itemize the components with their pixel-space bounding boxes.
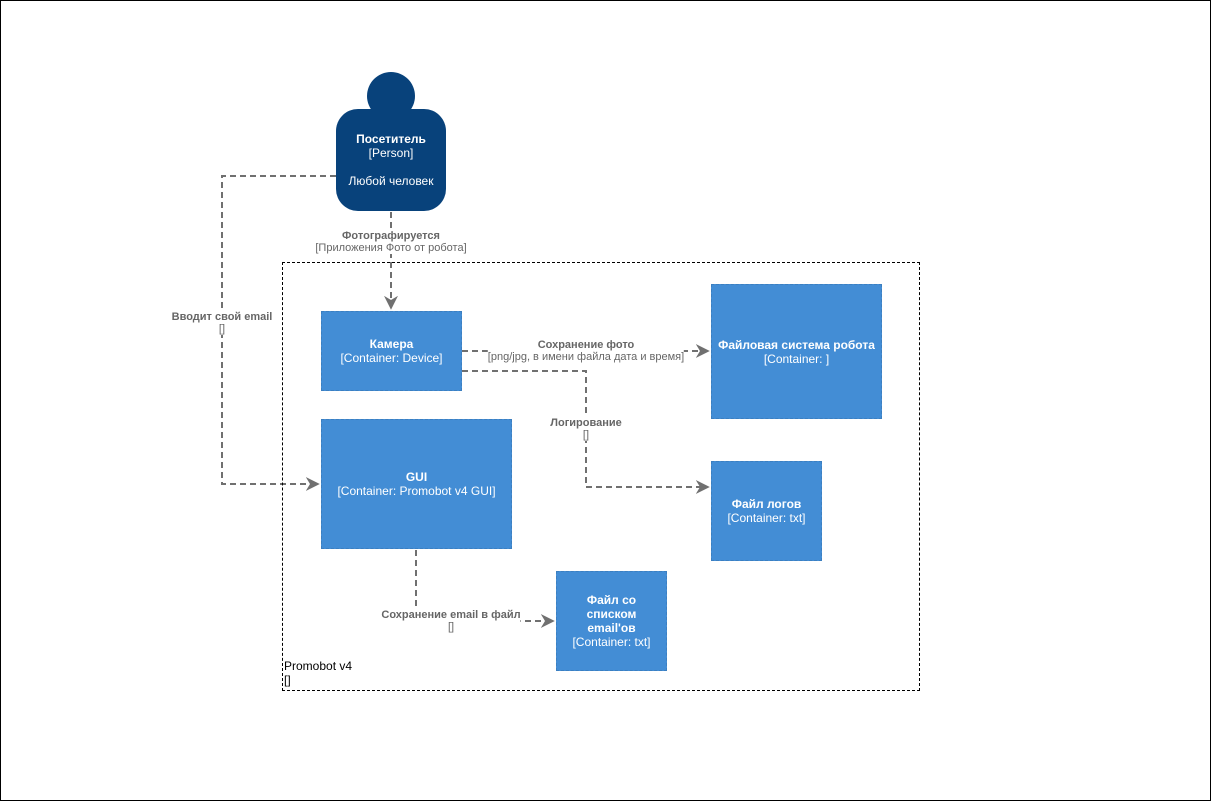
boundary-type: []: [284, 673, 291, 687]
edge-email-input-label: Вводит свой email []: [171, 311, 273, 335]
system-boundary: [282, 262, 920, 691]
person-type: [Person]: [368, 146, 414, 160]
edge-logging-text: Логирование: [550, 417, 622, 429]
boundary-name: Promobot v4: [284, 659, 353, 673]
container-filesystem[interactable]: Файловая система робота [Container: ]: [711, 284, 882, 419]
edge-email-input-text: Вводит свой email: [171, 311, 273, 323]
container-camera[interactable]: Камера [Container: Device]: [321, 311, 462, 391]
container-logs[interactable]: Файл логов [Container: txt]: [711, 461, 822, 561]
edge-save-email-label: Сохранение email в файл []: [381, 609, 521, 633]
camera-name: Камера: [369, 337, 414, 351]
logs-name: Файл логов: [731, 497, 802, 511]
edge-save-photo-tech: [png/jpg, в имени файла дата и время]: [487, 351, 685, 363]
edge-photo-label: Фотографируется [Приложения Фото от робо…: [315, 230, 467, 254]
edge-email-input-tech: []: [218, 323, 226, 335]
boundary-label: Promobot v4 []: [284, 659, 352, 687]
person-name: Посетитель: [356, 132, 426, 146]
person-description: Любой человек: [348, 174, 434, 188]
gui-name: GUI: [405, 470, 428, 484]
gui-type: [Container: Promobot v4 GUI]: [337, 484, 496, 498]
edge-photo-text: Фотографируется: [342, 230, 440, 242]
edge-save-photo-text: Сохранение фото: [537, 339, 635, 351]
logs-type: [Container: txt]: [727, 511, 806, 525]
camera-type: [Container: Device]: [340, 351, 443, 365]
emails-name: Файл со списком email'ов: [586, 593, 637, 635]
container-gui[interactable]: GUI [Container: Promobot v4 GUI]: [321, 419, 512, 549]
person-node[interactable]: Посетитель [Person] Любой человек: [336, 109, 446, 211]
emails-type: [Container: txt]: [572, 635, 651, 649]
edge-save-email-text: Сохранение email в файл: [381, 609, 521, 621]
edge-save-photo-label: Сохранение фото [png/jpg, в имени файла …: [487, 339, 685, 363]
fs-name: Файловая система робота: [718, 337, 875, 352]
edge-logging-label: Логирование []: [550, 417, 622, 441]
edge-photo-tech: [Приложения Фото от робота]: [315, 242, 467, 254]
edge-logging-tech: []: [582, 429, 590, 441]
fs-type: [Container: ]: [763, 351, 830, 366]
edge-save-email-tech: []: [447, 621, 455, 633]
container-emails[interactable]: Файл со списком email'ов [Container: txt…: [556, 571, 667, 671]
